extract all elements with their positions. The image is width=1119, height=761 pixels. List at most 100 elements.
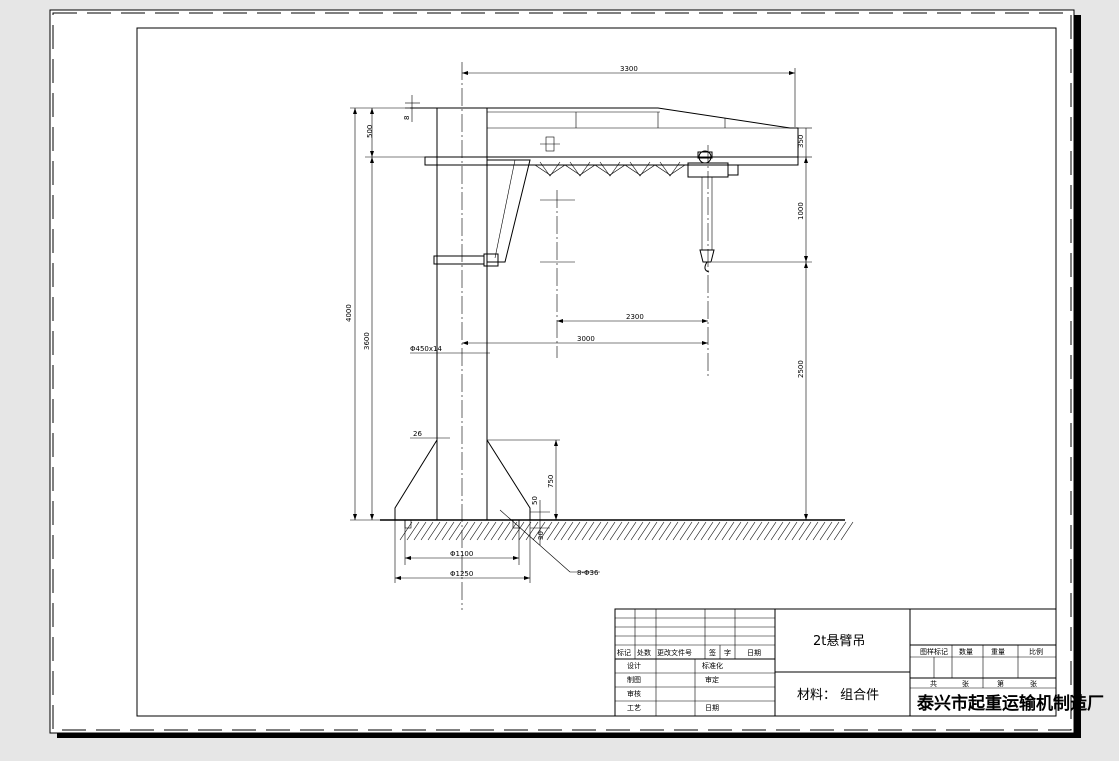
sheet-label-current: 第 [997, 679, 1004, 688]
hatch-line [504, 521, 518, 541]
product-name: 2t悬臂吊 [813, 634, 865, 649]
hatch-line [546, 521, 560, 541]
title-block-frame [614, 608, 1057, 717]
hatch-line [840, 521, 854, 541]
hatch-line [420, 521, 434, 541]
hatch-line [756, 521, 770, 541]
hatch-line [658, 521, 672, 541]
hatch-line [525, 521, 539, 541]
hatch-line [588, 521, 602, 541]
revision-grid [615, 609, 775, 716]
cable-festoon-loops [539, 161, 681, 177]
role-review: 审核 [627, 689, 641, 698]
hoist-motor [727, 164, 739, 176]
hatch-line [721, 521, 735, 541]
role-process: 工艺 [627, 704, 641, 712]
role-design: 设计 [627, 661, 641, 670]
hatch-line [707, 521, 721, 541]
hook-block [699, 249, 715, 263]
hatch-line [665, 521, 679, 541]
hoist-trolley [697, 151, 713, 159]
hatch-line [630, 521, 644, 541]
dim-arm-end-height: 350 [797, 135, 805, 148]
drawing-frame [136, 27, 1057, 717]
hatch-line [742, 521, 756, 541]
rev-header-count: 处数 [637, 648, 651, 657]
company-name: 泰兴市起重运输机制造厂 [917, 693, 1104, 714]
hatch-line [728, 521, 742, 541]
hatch-line [602, 521, 616, 541]
cable-festoon [534, 164, 686, 176]
hatch-line [623, 521, 637, 541]
hatch-line [616, 521, 630, 541]
hatch-line [651, 521, 665, 541]
dim-arm-height: 500 [366, 125, 374, 138]
dim-span: 3300 [620, 65, 638, 73]
dim-min-radius: 2300 [626, 313, 644, 321]
hatch-line [693, 521, 707, 541]
hatch-line [784, 521, 798, 541]
hatch-line [826, 521, 840, 541]
hatch-line [609, 521, 623, 541]
hatch-line [476, 521, 490, 541]
hatch-line [714, 521, 728, 541]
hatch-line [700, 521, 714, 541]
hatch-line [427, 521, 441, 541]
hatch-line [574, 521, 588, 541]
hatch-line [777, 521, 791, 541]
info-header-weight: 重量 [991, 648, 1005, 656]
role-draw: 制图 [627, 675, 641, 684]
dim-lift-height: 2500 [797, 360, 805, 378]
hatch-line [448, 521, 462, 541]
hatch-line [511, 521, 525, 541]
hatch-line [798, 521, 812, 541]
hatch-line [434, 521, 448, 541]
hatch-line [455, 521, 469, 541]
dim-base-diameter: Φ1250 [450, 570, 473, 578]
role-approve: 审定 [705, 675, 719, 684]
hatch-line [637, 521, 651, 541]
hatch-line [595, 521, 609, 541]
hatch-line [812, 521, 826, 541]
hatch-line [770, 521, 784, 541]
info-header-quantity: 数量 [959, 647, 973, 656]
sheet-label-total-unit: 张 [962, 679, 969, 688]
dim-bolt-holes: 8-Φ36 [577, 569, 599, 577]
hatch-line [791, 521, 805, 541]
hatch-line [679, 521, 693, 541]
rev-header-date: 日期 [747, 649, 761, 657]
hatch-line [399, 521, 413, 541]
dim-base-height: 750 [547, 475, 555, 488]
sheet-dashed-border [52, 12, 1072, 731]
hatch-line [749, 521, 763, 541]
hoist-trolley-wheel [698, 150, 712, 164]
rev-header-sign-2: 字 [724, 648, 731, 657]
hatch-line [483, 521, 497, 541]
hatch-line [735, 521, 749, 541]
hatch-line [497, 521, 511, 541]
dim-total-height: 4000 [345, 304, 353, 322]
hatch-line [763, 521, 777, 541]
hatch-line [441, 521, 455, 541]
info-header-scale: 比例 [1029, 647, 1043, 656]
info-header-drawing-mark: 图样标记 [920, 647, 948, 656]
rev-header-mark: 标记 [617, 648, 631, 657]
crane-drawing: 3300 8 500 350 1000 4000 3600 2500 2300 … [345, 62, 854, 610]
dim-column-spec: Φ450x14 [410, 345, 442, 353]
hatch-line [469, 521, 483, 541]
bearing-housing [483, 253, 499, 267]
hatch-line [581, 521, 595, 541]
material-label: 材料： 组合件 [797, 688, 879, 703]
dim-hook-drop: 1000 [797, 202, 805, 220]
hatch-line [644, 521, 658, 541]
bolt-holes-leader [499, 509, 571, 573]
dim-column-height: 3600 [363, 332, 371, 350]
hatch-line [532, 521, 546, 541]
diagonal-brace [487, 159, 531, 263]
hatch-line [567, 521, 581, 541]
title-block: 标记 处数 更改文件号 签 字 日期 设计 标准化 制图 审定 审核 工艺 日期… [614, 608, 1104, 717]
dim-top-offset: 8 [403, 116, 411, 120]
dim-rib-thickness: 26 [413, 430, 422, 438]
dim-bolt-circle: Φ1100 [450, 550, 473, 558]
